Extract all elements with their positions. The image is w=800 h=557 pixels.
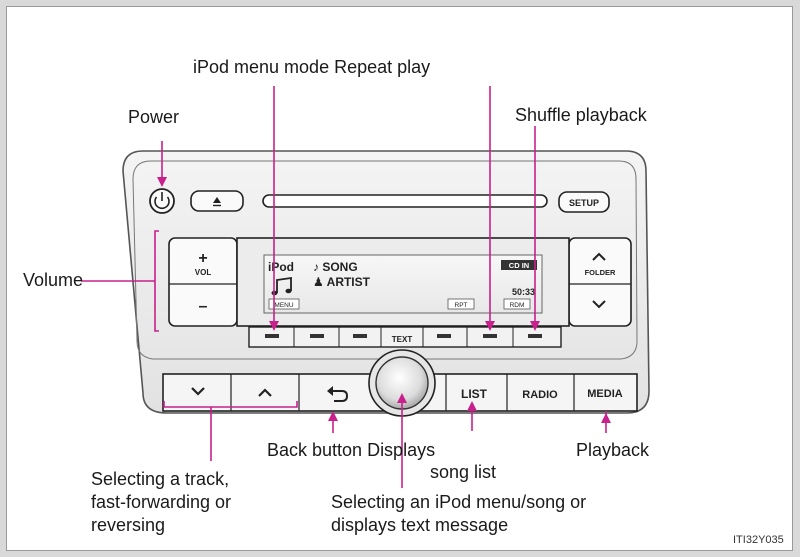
display-source: iPod: [268, 260, 294, 274]
seek-up-icon[interactable]: [258, 388, 272, 397]
selecting-track-line-1: Selecting a track,: [91, 469, 230, 489]
music-note-icon: [271, 276, 292, 296]
display-song: ♪ SONG: [313, 260, 358, 274]
callout-arrowheads: [157, 177, 611, 423]
back-icon[interactable]: [327, 386, 349, 402]
cd-in-badge: [501, 260, 537, 270]
display-artist: ♟ ARTIST: [313, 275, 371, 289]
unit-inner-bezel: [132, 160, 638, 360]
cd-slot: [262, 194, 548, 208]
soft-keys-row: [248, 326, 562, 348]
volume-down-label[interactable]: –: [199, 298, 208, 315]
folder-down-icon: [592, 300, 606, 309]
folder-up-icon: [592, 252, 606, 261]
power-label: Power: [128, 107, 180, 127]
radio-button-label[interactable]: RADIO: [522, 389, 558, 401]
selecting-track-line-2: fast-forwarding or: [91, 492, 232, 512]
song-list-label: song list: [430, 462, 497, 482]
soft-key-2[interactable]: [310, 334, 324, 338]
volume-label: Volume: [23, 270, 84, 290]
display-time: 50:33: [512, 287, 535, 297]
selecting-ipod-line-2: displays text message: [331, 515, 509, 535]
selecting-ipod-line-1: Selecting an iPod menu/song or: [331, 492, 587, 512]
list-button-label[interactable]: LIST: [461, 387, 488, 401]
soft-key-1[interactable]: [265, 334, 279, 338]
soft-key-5[interactable]: [483, 334, 497, 338]
selecting-track-line-3: reversing: [91, 515, 166, 535]
display-screen: [263, 254, 543, 314]
setup-button[interactable]: SETUP: [558, 191, 610, 213]
folder-label: FOLDER: [585, 268, 616, 277]
soft-key-4[interactable]: [437, 334, 451, 338]
power-button[interactable]: [149, 188, 175, 214]
text-key-label[interactable]: TEXT: [392, 335, 413, 344]
svg-text:RPT: RPT: [455, 302, 468, 309]
rpt-tag: RPT: [447, 298, 475, 310]
seek-down-icon[interactable]: [191, 387, 205, 396]
playback-label: Playback: [576, 440, 650, 460]
setup-label: SETUP: [569, 198, 599, 208]
svg-text:RDM: RDM: [510, 302, 525, 309]
soft-key-6[interactable]: [528, 334, 542, 338]
figure-code: ITI32Y035: [733, 534, 784, 546]
rdm-tag: RDM: [503, 298, 531, 310]
svg-text:MENU: MENU: [274, 302, 293, 309]
eject-button[interactable]: [190, 190, 244, 212]
volume-up-label[interactable]: +: [198, 250, 207, 267]
vol-label: VOL: [195, 268, 212, 277]
menu-tag: MENU: [268, 298, 300, 310]
cd-in-label: CD IN: [509, 261, 529, 270]
figure-frame: SETUP + VOL – FOLDER iPod ♪ SONG ♟ ARTIS…: [6, 6, 793, 551]
audio-unit-diagram: SETUP + VOL – FOLDER iPod ♪ SONG ♟ ARTIS…: [81, 86, 650, 488]
volume-rocker[interactable]: [168, 237, 238, 327]
media-button-label[interactable]: MEDIA: [587, 388, 623, 400]
soft-key-3[interactable]: [353, 334, 367, 338]
back-displays-label: Back button Displays: [267, 440, 436, 460]
eject-icon: [213, 197, 221, 203]
ipod-menu-repeat-label: iPod menu mode Repeat play: [193, 57, 431, 77]
shuffle-label: Shuffle playback: [515, 105, 647, 125]
folder-rocker[interactable]: [568, 237, 632, 327]
tune-select-knob[interactable]: [368, 349, 436, 417]
